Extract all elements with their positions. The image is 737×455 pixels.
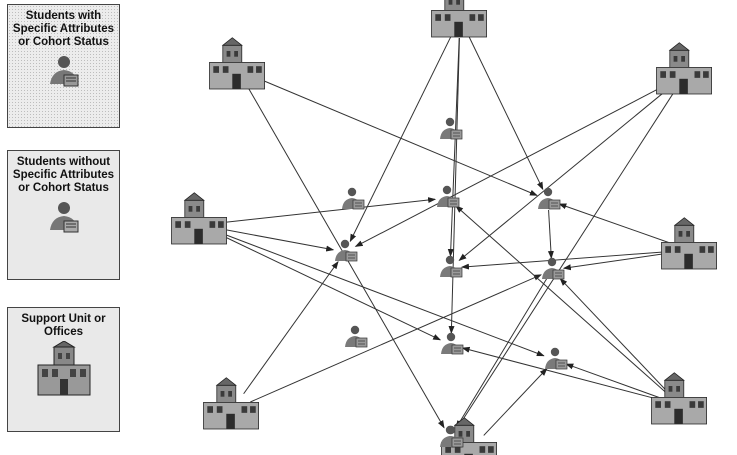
connection-arrow — [217, 233, 442, 341]
student-icon — [439, 255, 463, 278]
legend-support-unit: Support Unit or Offices — [7, 307, 120, 432]
connection-arrow — [565, 363, 662, 399]
connection-arrow — [461, 346, 661, 401]
connection-arrow — [468, 35, 544, 191]
connection-arrow — [483, 367, 548, 436]
student-icon — [49, 56, 78, 87]
student-icon — [440, 332, 464, 355]
student-icon — [344, 325, 368, 348]
connection-arrow — [458, 87, 670, 262]
connection-arrow — [455, 205, 666, 393]
connection-arrow — [447, 37, 460, 258]
connection-arrow — [455, 278, 548, 429]
connection-arrow — [219, 197, 437, 224]
connection-arrow — [460, 250, 671, 270]
connection-arrow — [456, 91, 675, 429]
connection-arrow — [256, 77, 538, 196]
office-building-icon — [661, 217, 718, 270]
connection-arrow — [562, 252, 671, 271]
student-icon — [49, 202, 78, 233]
student-icon — [544, 347, 568, 370]
legend-students-without-attributes: Students without Specific Attributes or … — [7, 150, 120, 280]
office-building-icon — [431, 0, 488, 38]
student-icon — [537, 187, 561, 210]
legend-students-with-attributes: Students with Specific Attributes or Coh… — [7, 4, 120, 128]
connection-arrow — [547, 209, 554, 260]
legend-label: Students without Specific Attributes or … — [12, 156, 115, 194]
legend-label: Students with Specific Attributes or Coh… — [12, 10, 115, 48]
connection-arrow — [218, 231, 545, 357]
student-icon — [334, 239, 358, 262]
connection-lines — [217, 35, 675, 445]
student-icon — [341, 187, 365, 210]
connection-arrow — [250, 274, 542, 403]
office-building-icon — [656, 42, 713, 95]
office-building-icon — [651, 372, 708, 425]
connection-arrow — [243, 260, 339, 395]
connection-arrow — [559, 277, 667, 391]
student-icon — [439, 117, 463, 140]
connection-arrow — [558, 203, 672, 244]
office-building-icon — [203, 377, 260, 430]
connection-arrow — [448, 37, 460, 335]
connection-arrow — [219, 228, 335, 252]
connection-arrow — [354, 83, 668, 247]
office-building-icon — [171, 192, 228, 245]
legend-label: Support Unit or Offices — [21, 313, 106, 338]
office-building-icon — [209, 37, 266, 90]
building-icon — [37, 341, 90, 396]
